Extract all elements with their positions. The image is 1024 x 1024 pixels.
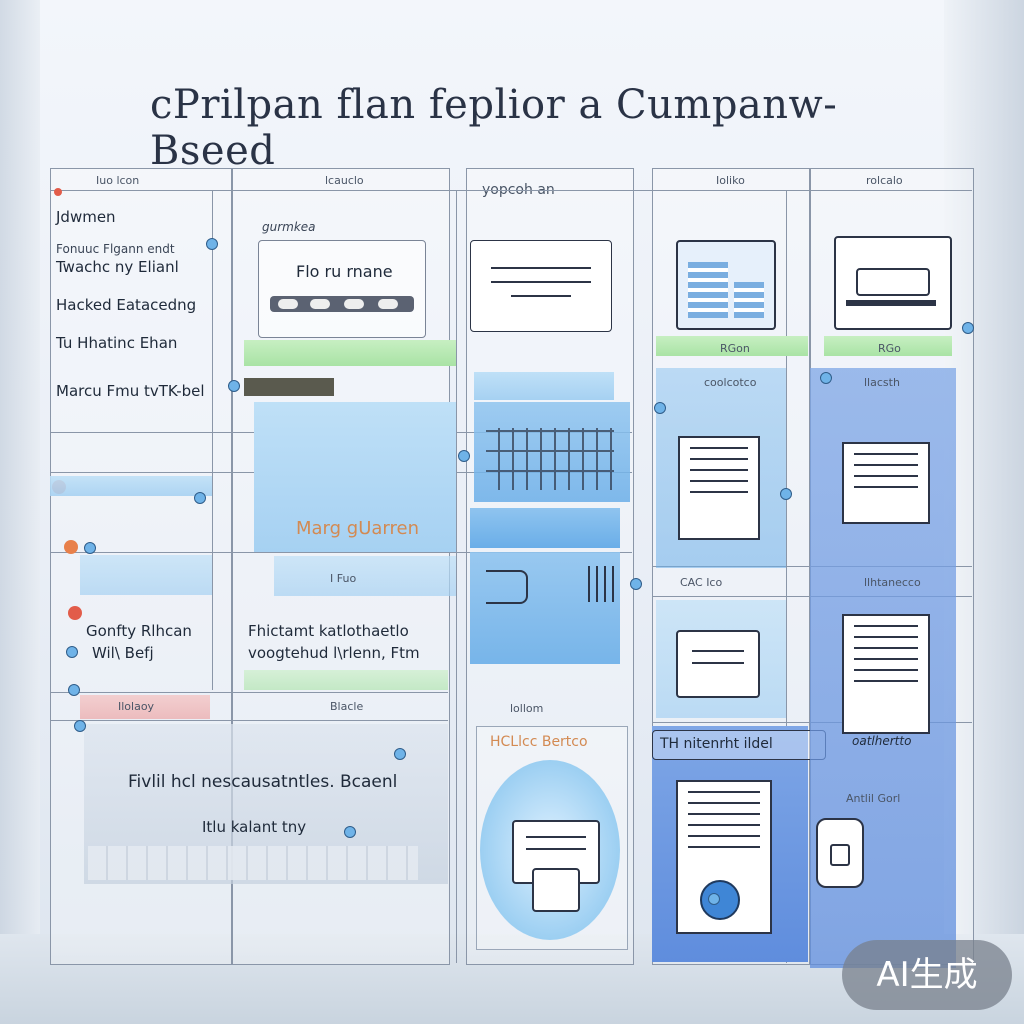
document-icon xyxy=(678,436,760,540)
pink-header2: Blacle xyxy=(330,700,364,713)
band-blue xyxy=(274,556,456,596)
c2-note: gurmkea xyxy=(262,220,316,234)
left-mid-line: Gonfty Rlhcan xyxy=(86,622,192,640)
marker-icon xyxy=(54,188,62,196)
c4-header2: coolcotco xyxy=(704,376,757,389)
connector-dot xyxy=(66,646,78,658)
c5-bottom-small: Antlil Gorl xyxy=(846,792,901,805)
list-item: Hacked Eatacedng xyxy=(56,296,197,314)
grid-line xyxy=(50,190,972,191)
connector-dot xyxy=(206,238,218,250)
folder-icon xyxy=(676,630,760,698)
page-title: cPrilpan flan feplior a Cumpanw-Bseed xyxy=(150,82,838,174)
c2-toggle-row xyxy=(270,296,414,312)
connector-dot xyxy=(820,372,832,384)
connector-dot xyxy=(708,893,720,905)
c4-bottom-label: TH nitenrht ildel xyxy=(660,736,773,752)
c5-bottom-sign: oatlhertto xyxy=(852,734,912,748)
band-pink xyxy=(80,695,210,719)
band-blue xyxy=(474,372,614,400)
connector-dot xyxy=(68,684,80,696)
band-blue xyxy=(50,476,212,496)
connector-dot xyxy=(194,492,206,504)
building-icon xyxy=(676,240,776,330)
grid-line xyxy=(456,190,457,963)
c2-box xyxy=(258,240,426,338)
connector-dot xyxy=(654,402,666,414)
c4-bottom-label-box xyxy=(652,730,826,760)
background-right xyxy=(944,0,1024,1024)
col5-header: rolcalo xyxy=(866,174,903,187)
page-icon xyxy=(532,868,580,912)
c3-bottom-label: HCLlcc Bertco xyxy=(490,734,588,750)
grid-icon xyxy=(582,566,616,602)
c2-mid-line: Fhictamt katlothaetlo xyxy=(248,622,409,640)
c3-mid-header: lollom xyxy=(510,702,544,715)
band-green xyxy=(244,670,448,690)
grid-line xyxy=(50,692,448,693)
band-blue xyxy=(470,508,620,548)
col2-header: lcauclo xyxy=(325,174,364,187)
col4-header: Ioliko xyxy=(716,174,745,187)
keyboard-graphic xyxy=(88,846,418,880)
c5-green-label: RGo xyxy=(878,342,901,355)
orange-label: Marg gUarren xyxy=(296,518,419,539)
c4-header3: CAC Ico xyxy=(680,576,723,589)
left-mid-line: Wil\ Befj xyxy=(92,644,154,662)
document-icon xyxy=(842,442,930,524)
connector-dot xyxy=(458,450,470,462)
band-green xyxy=(244,340,456,366)
connector-dot xyxy=(84,542,96,554)
document-icon xyxy=(470,240,612,332)
document-icon xyxy=(842,614,930,734)
c4-green-label: RGon xyxy=(720,342,750,355)
band-blue xyxy=(254,402,456,552)
c2-box-label: Flo ru rnane xyxy=(296,262,393,281)
bottom-text: Itlu kalant tny xyxy=(202,818,307,836)
list-item: Jdwmen xyxy=(56,208,116,226)
col1-header: Iuo lcon xyxy=(96,174,140,187)
grid-line xyxy=(50,552,632,553)
stamp-icon xyxy=(700,880,740,920)
marker-icon xyxy=(64,540,78,554)
c5-header3: llhtanecco xyxy=(864,576,921,589)
grid-line xyxy=(50,720,448,721)
connector-icon xyxy=(486,570,528,604)
marker-icon xyxy=(68,606,82,620)
connector-dot xyxy=(74,720,86,732)
pink-header: Ilolaoy xyxy=(118,700,155,713)
circuit-icon xyxy=(486,428,614,490)
grid-line xyxy=(786,190,787,963)
band-green xyxy=(824,336,952,356)
band-dark xyxy=(244,378,334,396)
band-blue xyxy=(80,555,212,595)
connector-dot xyxy=(228,380,240,392)
c2-mid-line: voogtehud l\rlenn, Ftm xyxy=(248,644,420,662)
c2-small: I Fuo xyxy=(330,572,357,585)
connector-dot xyxy=(344,826,356,838)
band-green xyxy=(656,336,808,356)
scanner-icon xyxy=(834,236,952,330)
c5-header2: llacsth xyxy=(864,376,900,389)
lock-icon xyxy=(816,818,864,888)
list-item: Marcu Fmu tvTK-bel xyxy=(56,382,205,400)
list-item: Twachc ny Elianl xyxy=(56,258,179,276)
connector-dot xyxy=(780,488,792,500)
list-item: Tu Hhatinc Ehan xyxy=(56,334,178,352)
grid-line xyxy=(212,190,213,690)
connector-dot xyxy=(394,748,406,760)
ai-generated-badge: AI生成 xyxy=(842,940,1012,1010)
connector-dot xyxy=(962,322,974,334)
background-left xyxy=(0,0,40,1024)
list-item: Fonuuc Flgann endt xyxy=(56,242,175,256)
bottom-text: Fivlil hcl nescausatntles. Bcaenl xyxy=(128,772,398,792)
connector-dot xyxy=(630,578,642,590)
